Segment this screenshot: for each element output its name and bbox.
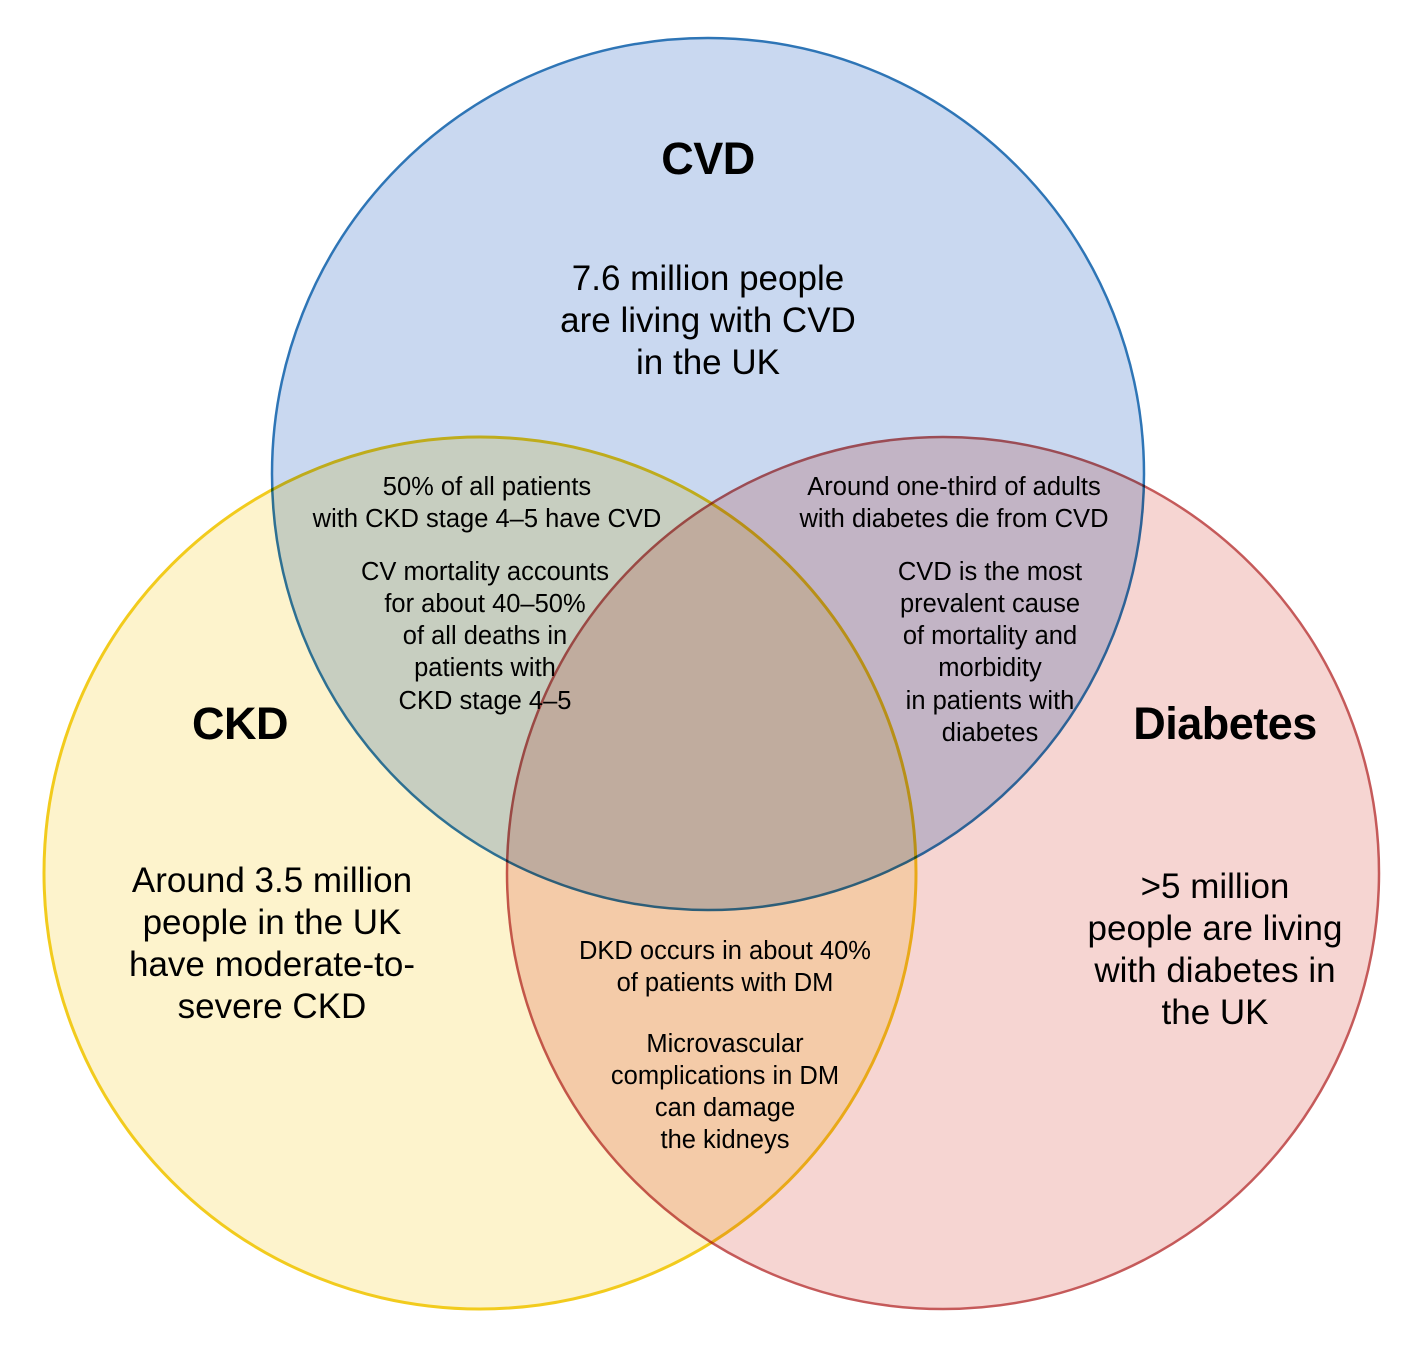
circle-diabetes[interactable]	[505, 435, 1381, 1311]
